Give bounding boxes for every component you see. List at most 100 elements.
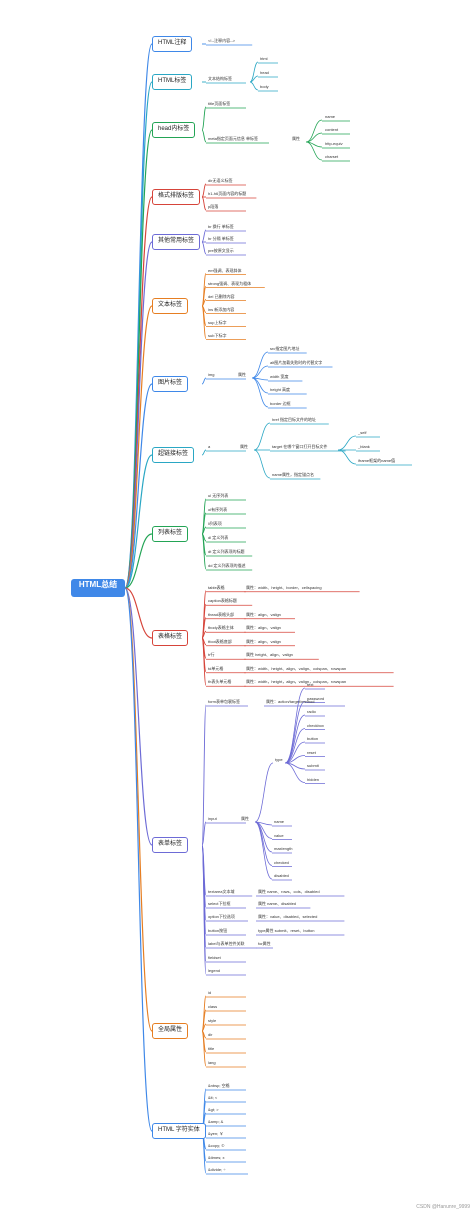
item-label[interactable]: td单元格 (208, 665, 224, 671)
attribute-label[interactable]: 属性 (241, 816, 249, 821)
attribute-label[interactable]: 属性：align、valign (246, 625, 281, 631)
item-label[interactable]: &times; x (208, 1155, 225, 1160)
sub-label[interactable]: iframe框架的name值 (358, 458, 396, 463)
item-label[interactable]: dir (208, 1032, 213, 1037)
item-label[interactable]: fieldset (208, 955, 221, 960)
attribute-label[interactable]: for属性 (258, 941, 271, 946)
item-label[interactable]: br 换行 单标签 (208, 224, 234, 229)
item-label[interactable]: hr 分隔 单标签 (208, 236, 234, 241)
item-label[interactable]: tbody表格主体 (208, 625, 234, 631)
category-node[interactable]: HTML 字符实体 (152, 1123, 206, 1139)
category-node[interactable]: HTML注释 (152, 36, 193, 52)
sub-label[interactable]: height 高度 (270, 387, 291, 392)
sub-label[interactable]: submit (307, 763, 319, 768)
sub-label[interactable]: password (307, 695, 325, 701)
category-node[interactable]: 全局属性 (152, 1023, 189, 1039)
item-label[interactable]: dl 定义列表 (208, 535, 229, 540)
sub-label[interactable]: html (260, 56, 268, 61)
item-label[interactable]: &divide; ÷ (208, 1167, 226, 1172)
sub-label[interactable]: target 在哪个窗口打开目标文件 (272, 444, 328, 449)
attribute-label[interactable]: 属性：width、height、align、valign、colspan、row… (246, 665, 347, 671)
sub-label[interactable]: hidden (307, 776, 320, 782)
attribute-label[interactable]: 属性 name、disabled (258, 901, 297, 906)
sub-label[interactable]: http-equiv (325, 141, 343, 146)
category-node[interactable]: 列表标签 (152, 526, 189, 542)
sub-label[interactable]: disabled (274, 873, 289, 878)
item-label[interactable]: &amp; & (208, 1119, 224, 1124)
item-label[interactable]: style (208, 1018, 217, 1023)
sub-label[interactable]: button (307, 736, 319, 741)
item-label[interactable]: title页面标签 (208, 101, 231, 106)
item-label[interactable]: thead表格头部 (208, 611, 235, 617)
category-node[interactable]: 表单标签 (152, 837, 189, 853)
item-label[interactable]: class (208, 1004, 218, 1009)
item-label[interactable]: dd 定义列表项的描述 (208, 563, 246, 568)
category-node[interactable]: 其他常用标签 (152, 234, 201, 250)
item-label[interactable]: option下拉选项 (208, 914, 235, 919)
attribute-label[interactable]: 属性：width、height、border、cellspacing (246, 584, 322, 590)
sub-label[interactable]: value (274, 832, 284, 838)
item-label[interactable]: select下拉框 (208, 901, 231, 906)
item-label[interactable]: &yen; ￥ (208, 1131, 224, 1136)
sub-label[interactable]: width 宽度 (270, 374, 289, 379)
item-label[interactable]: img (208, 372, 215, 377)
item-label[interactable]: textarea文本域 (208, 889, 235, 894)
category-node[interactable]: 超链接标签 (152, 447, 195, 463)
sub-label[interactable]: href 指定目标文件的地址 (272, 417, 317, 422)
item-label[interactable]: ol有序列表 (208, 507, 228, 512)
root-node[interactable]: HTML总结 (71, 579, 125, 597)
sub-label[interactable]: text (307, 682, 314, 687)
sub-label[interactable]: head (260, 70, 269, 75)
item-label[interactable]: sup上标字 (208, 319, 227, 325)
sub-label[interactable]: checkbox (307, 722, 324, 728)
sub-label[interactable]: name (274, 819, 285, 824)
item-label[interactable]: a (208, 444, 211, 449)
item-label[interactable]: label与表单控件关联 (208, 941, 245, 946)
item-label[interactable]: &gt; > (208, 1107, 219, 1112)
item-label[interactable]: dir无语义标签 (208, 178, 233, 183)
item-label[interactable]: lang (208, 1060, 216, 1065)
item-label[interactable]: input (208, 816, 217, 821)
item-label[interactable]: title (208, 1046, 215, 1051)
item-label[interactable]: del 已删除内容 (208, 293, 235, 299)
item-label[interactable]: h1-h6页面内容的标题 (208, 191, 247, 196)
sub-label[interactable]: name (325, 114, 336, 119)
sub-label[interactable]: src指定图片地址 (270, 346, 300, 351)
category-node[interactable]: 文本标签 (152, 298, 189, 314)
item-label[interactable]: id (208, 990, 212, 995)
attribute-label[interactable]: type属性 submit、reset、button (258, 928, 315, 933)
item-label[interactable]: th表头单元格 (208, 679, 232, 685)
item-label[interactable]: li列表项 (208, 521, 222, 526)
category-node[interactable]: HTML标签 (152, 74, 193, 90)
attribute-label[interactable]: type (275, 757, 283, 762)
item-label[interactable]: pre按原文显示 (208, 248, 234, 253)
item-label[interactable]: dt 定义列表项的标题 (208, 549, 245, 554)
item-label[interactable]: table表格 (208, 584, 225, 590)
item-label[interactable]: em强调、表现斜体 (208, 267, 242, 273)
item-label[interactable]: sub下标字 (208, 332, 227, 338)
sub-label[interactable]: radio (307, 709, 316, 714)
category-node[interactable]: 格式排版标签 (152, 189, 201, 205)
item-label[interactable]: 文本结构标签 (208, 76, 232, 81)
item-label[interactable]: &copy; © (208, 1143, 225, 1148)
item-label[interactable]: tr行 (208, 652, 215, 658)
attribute-label[interactable]: 属性 (292, 136, 300, 141)
item-label[interactable]: meta指定页面元信息 单标签 (208, 136, 259, 141)
sub-label[interactable]: alt图片加载失败时的代替文字 (270, 360, 323, 365)
sub-label[interactable]: charset (325, 154, 339, 159)
item-label[interactable]: tfoot表格底部 (208, 638, 232, 644)
category-node[interactable]: 图片标签 (152, 376, 189, 392)
attribute-label[interactable]: 属性 name、rows、cols、disabled (258, 889, 320, 894)
sub-label[interactable]: checked (274, 859, 289, 865)
attribute-label[interactable]: 属性：action/target/method (266, 699, 315, 704)
item-label[interactable]: <!--注释内容--> (208, 38, 236, 43)
sub-label[interactable]: reset (307, 749, 316, 755)
sub-label[interactable]: content (325, 127, 339, 132)
sub-label[interactable]: border 边框 (270, 401, 291, 406)
item-label[interactable]: legend (208, 968, 221, 973)
item-label[interactable]: p段落 (208, 204, 219, 209)
attribute-label[interactable]: 属性 (238, 372, 246, 377)
item-label[interactable]: button按钮 (208, 928, 228, 933)
attribute-label[interactable]: 属性：align、valign (246, 638, 281, 644)
attribute-label[interactable]: 属性：width，height，align，valign，colspan，row… (246, 679, 347, 685)
